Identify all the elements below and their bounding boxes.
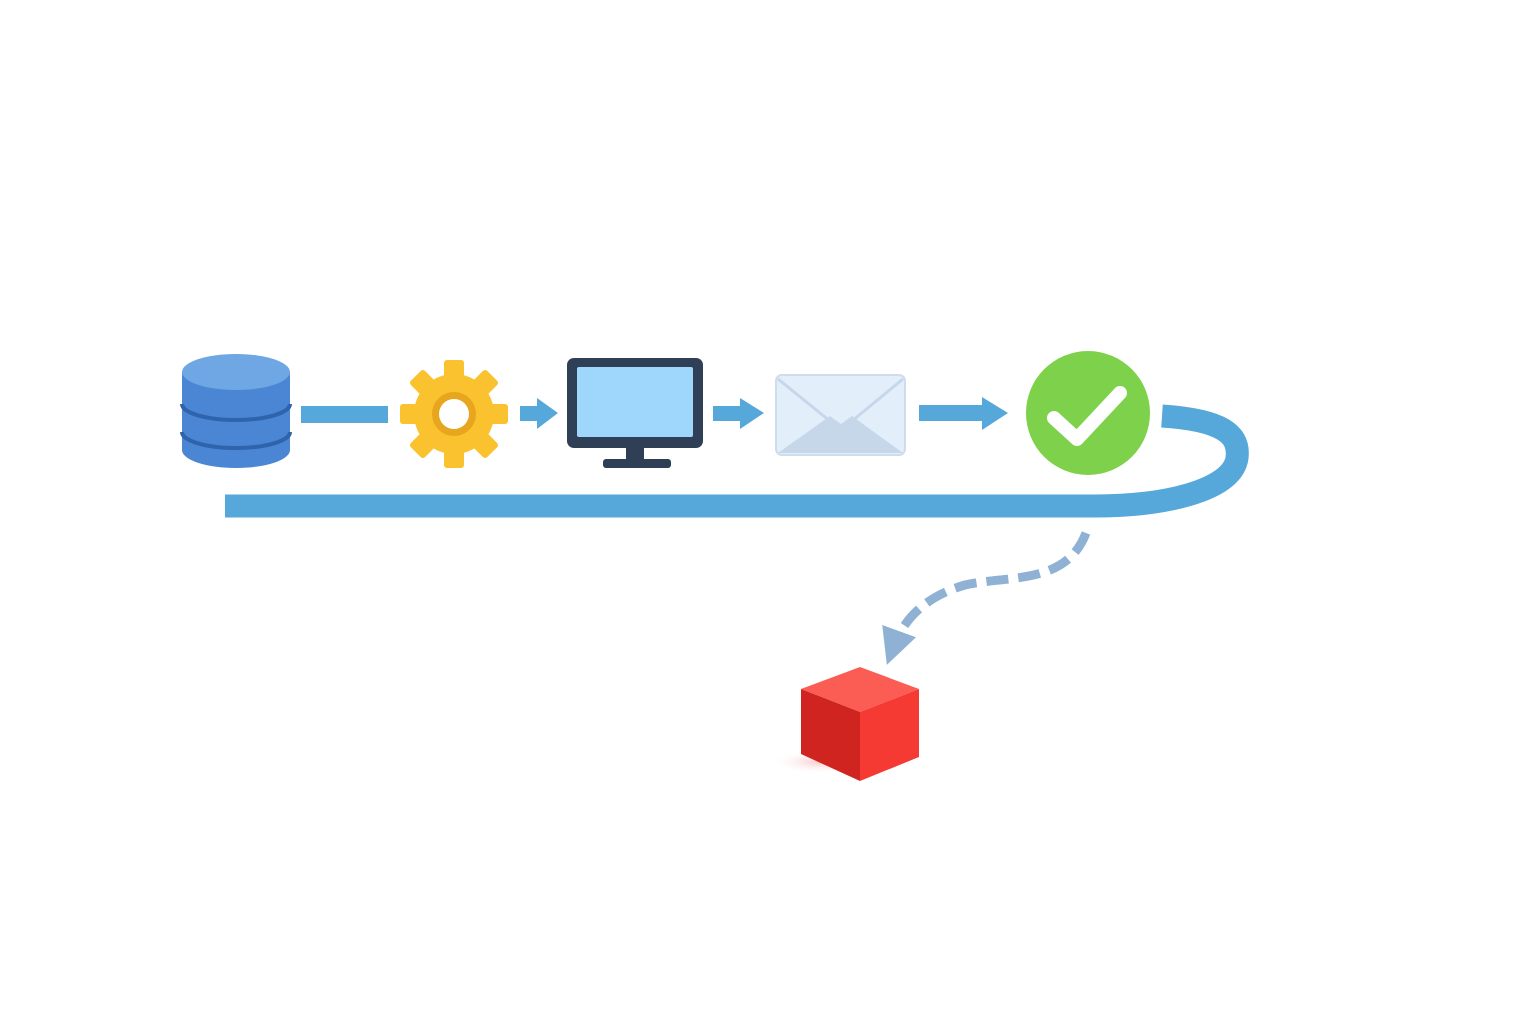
dashed-connector-to-cube <box>882 531 1091 665</box>
monitor-icon <box>567 358 703 468</box>
connector-database-to-gear <box>301 406 388 423</box>
check-circle-icon <box>1026 351 1150 475</box>
arrow-gear-to-monitor <box>520 398 558 429</box>
gear-icon <box>400 360 508 468</box>
database-icon <box>180 354 292 468</box>
envelope-icon <box>775 374 906 456</box>
cube-icon <box>770 667 919 781</box>
arrow-envelope-to-check <box>919 397 1008 430</box>
connectors <box>225 397 1249 665</box>
loop-back-connector <box>225 404 1249 518</box>
arrow-monitor-to-envelope <box>713 398 764 429</box>
